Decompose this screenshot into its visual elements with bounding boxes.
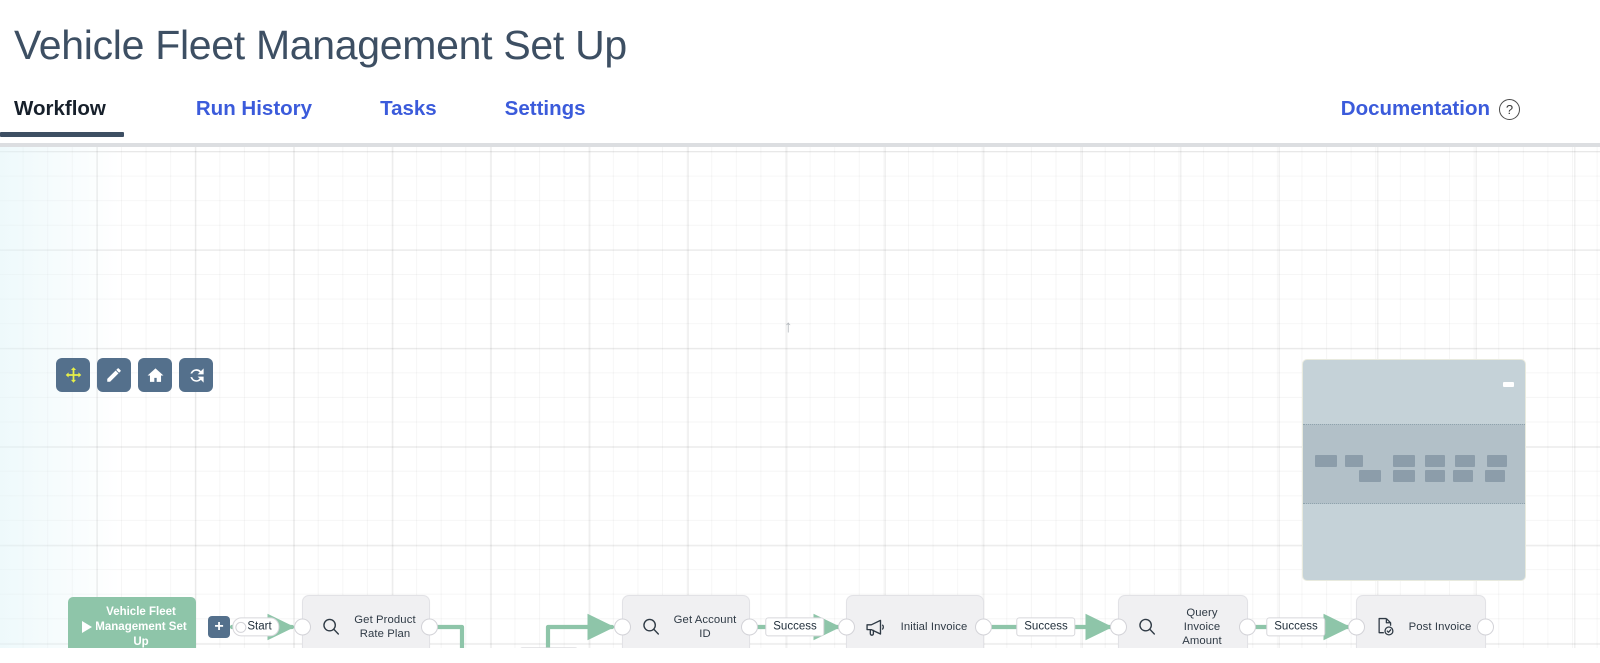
minimap-node [1345, 455, 1363, 468]
node-input-port[interactable] [294, 618, 311, 636]
node-get-product-rate-plan[interactable]: Get Product Rate Plan [294, 595, 438, 649]
scroll-up-arrow[interactable]: ↑ [784, 317, 793, 337]
minimap-node [1425, 455, 1445, 468]
minimap-node [1453, 470, 1473, 483]
tab-workflow[interactable]: Workflow [0, 87, 124, 138]
node-input-port[interactable] [614, 618, 631, 636]
node-post-invoice[interactable]: Post Invoice [1348, 595, 1494, 649]
pan-tool-button[interactable] [56, 358, 90, 393]
edge-label-start[interactable]: Start [232, 617, 280, 637]
home-icon [147, 368, 163, 382]
node-input-port[interactable] [1348, 618, 1365, 636]
node-get-account-id[interactable]: Get Account ID [614, 595, 758, 649]
node-output-port[interactable] [1477, 618, 1494, 636]
header-divider [0, 143, 1600, 148]
pencil-icon [107, 368, 121, 382]
minimap-node [1393, 470, 1415, 483]
minimap-panel[interactable] [1302, 359, 1526, 582]
edge-label-success[interactable]: Success [1016, 617, 1076, 637]
refresh-icon [189, 368, 204, 383]
start-node-label: Vehicle Fleet Management Set Up [95, 605, 187, 648]
node-output-port[interactable] [741, 618, 758, 636]
node-query-invoice-amount[interactable]: Query Invoice Amount [1110, 595, 1256, 649]
minimap-collapse-button[interactable] [1503, 382, 1514, 388]
minimap-node [1455, 455, 1475, 468]
tab-bar: Workflow Run History Tasks Settings Docu… [0, 87, 1600, 143]
canvas-toolbar [56, 358, 213, 393]
play-icon [82, 621, 92, 634]
workflow-canvas[interactable]: ↑ [0, 147, 1600, 649]
document-check-icon [1363, 616, 1407, 638]
move-arrows-icon [65, 366, 81, 383]
node-label: Post Invoice [1408, 621, 1472, 634]
edge-connectors [229, 613, 1351, 649]
tab-tasks[interactable]: Tasks [380, 97, 437, 121]
page-title: Vehicle Fleet Management Set Up [14, 22, 627, 68]
minimap-node [1315, 455, 1337, 468]
edge-label-success[interactable]: Success [765, 617, 825, 637]
node-label: Initial Invoice [900, 621, 968, 634]
home-tool-button[interactable] [138, 358, 172, 393]
documentation-label: Documentation [1340, 97, 1490, 121]
magnifier-icon [1125, 616, 1169, 638]
edit-tool-button[interactable] [97, 358, 131, 393]
edge-label-success[interactable]: Success [519, 647, 579, 649]
node-initial-invoice[interactable]: Initial Invoice [838, 595, 992, 649]
edge-label-dot [235, 621, 247, 633]
minimap-node [1425, 470, 1445, 483]
tab-run-history[interactable]: Run History [195, 97, 313, 121]
add-node-button[interactable]: + [208, 616, 230, 639]
question-mark-circle-icon[interactable]: ? [1499, 98, 1520, 120]
node-output-port[interactable] [975, 618, 992, 636]
documentation-link[interactable]: Documentation ? [1341, 87, 1520, 137]
node-input-port[interactable] [838, 618, 855, 636]
tab-settings[interactable]: Settings [504, 97, 586, 121]
start-node[interactable]: Vehicle Fleet Management Set Up [68, 597, 196, 649]
flow-graph: Vehicle Fleet Management Set Up + Get Pr… [0, 147, 1600, 649]
refresh-tool-button[interactable] [179, 358, 213, 393]
node-output-port[interactable] [1239, 618, 1256, 636]
megaphone-icon [853, 616, 897, 639]
node-label: Query Invoice Amount [1182, 606, 1222, 648]
minimap-node [1485, 470, 1505, 483]
edge-label-success[interactable]: Success [1266, 617, 1326, 637]
edge-label-text: Success [773, 620, 817, 633]
node-label: Get Product Rate Plan [354, 614, 416, 641]
magnifier-icon [629, 616, 673, 638]
edge-label-text: Start [247, 620, 272, 633]
node-input-port[interactable] [1110, 618, 1127, 636]
node-output-port[interactable] [421, 618, 438, 636]
minimap-node [1487, 455, 1507, 468]
node-label: Get Account ID [673, 614, 737, 641]
minimap-node [1393, 455, 1415, 468]
edge-label-text: Success [1274, 620, 1318, 633]
magnifier-icon [309, 616, 353, 638]
edge-label-text: Success [1024, 620, 1068, 633]
minimap-node [1359, 470, 1381, 483]
minimap-viewport[interactable] [1303, 424, 1525, 505]
